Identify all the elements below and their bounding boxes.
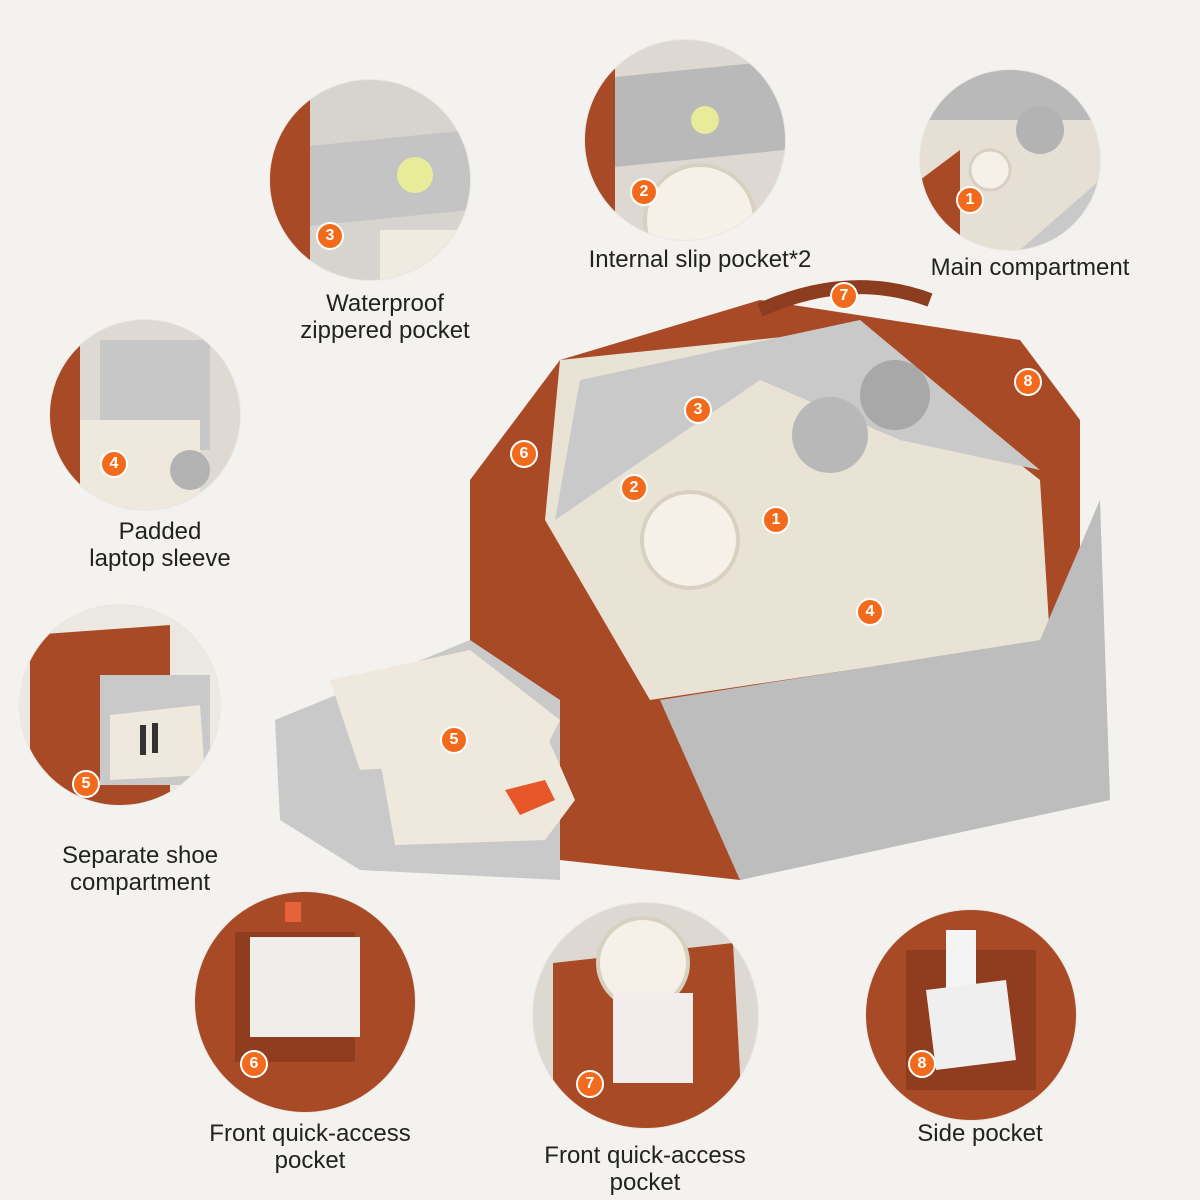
feature-badge-5: 5 [72, 770, 100, 798]
feature-photo-6 [195, 892, 415, 1112]
bag-badge-7: 7 [830, 282, 858, 310]
bag-badge-2: 2 [620, 474, 648, 502]
feature-photo-2 [585, 40, 785, 240]
caption-internal-slip-pocket: Internal slip pocket*2 [588, 246, 812, 273]
bag-badge-5: 5 [440, 726, 468, 754]
front-pocket-photo-a [195, 892, 415, 1112]
bag-badge-8: 8 [1014, 368, 1042, 396]
feature-badge-7: 7 [576, 1070, 604, 1098]
bag-badge-1: 1 [762, 506, 790, 534]
slip-pocket-photo [585, 40, 785, 240]
feature-badge-1: 1 [956, 186, 984, 214]
side-pocket-photo [866, 910, 1076, 1120]
feature-photo-3 [270, 80, 470, 280]
caption-side-pocket: Side pocket [917, 1120, 1043, 1147]
shoe-compartment-photo [20, 605, 220, 805]
front-pocket-photo-b [533, 903, 758, 1128]
feature-photo-8 [866, 910, 1076, 1120]
main-compartment-photo [920, 70, 1100, 250]
feature-badge-8: 8 [908, 1050, 936, 1078]
feature-badge-3: 3 [316, 222, 344, 250]
feature-badge-6: 6 [240, 1050, 268, 1078]
feature-badge-4: 4 [100, 450, 128, 478]
feature-photo-5 [20, 605, 220, 805]
feature-badge-2: 2 [630, 178, 658, 206]
bag-badge-3: 3 [684, 396, 712, 424]
bag-badge-6: 6 [510, 440, 538, 468]
bag-badge-4: 4 [856, 598, 884, 626]
zippered-pocket-photo [270, 80, 470, 280]
caption-main-compartment: Main compartment [930, 254, 1130, 281]
feature-photo-7 [533, 903, 758, 1128]
feature-photo-1 [920, 70, 1100, 250]
feature-photo-4 [50, 320, 240, 510]
laptop-sleeve-photo [50, 320, 240, 510]
